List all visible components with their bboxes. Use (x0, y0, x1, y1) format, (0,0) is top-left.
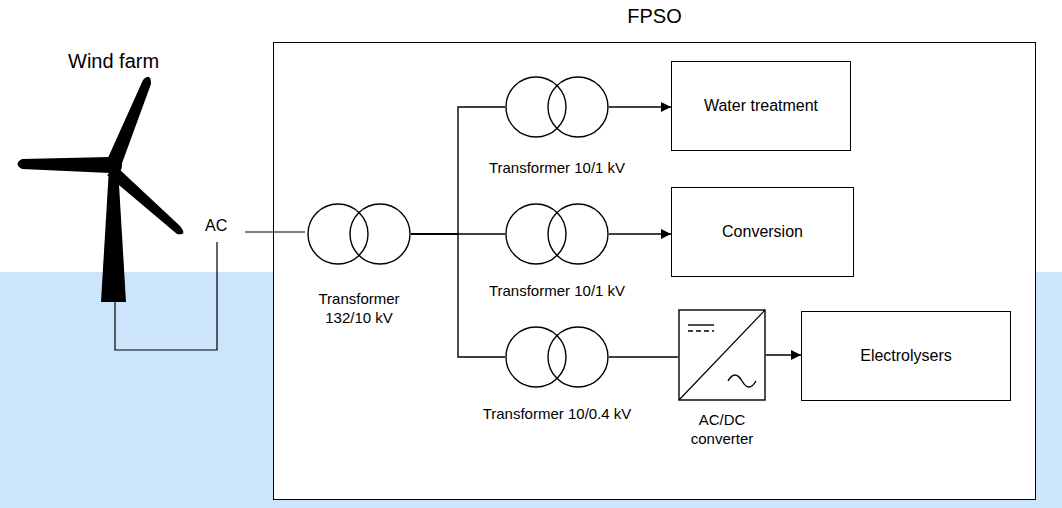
transformer-symbol (505, 325, 609, 389)
dc-symbol (688, 324, 714, 325)
transformer-symbol (505, 202, 609, 266)
box-label: Conversion (722, 223, 803, 241)
converter: AC/DC converter (677, 309, 767, 449)
process-box: Electrolysers (801, 311, 1011, 401)
turbine-tower (101, 168, 126, 302)
transformer-label: Transformer 10/1 kV (467, 159, 647, 178)
fpso-ground (273, 42, 1036, 500)
transformer: Transformer 132/10 kV (304, 202, 414, 328)
winding-circle (548, 327, 608, 387)
frame-heading: FPSO (274, 5, 1035, 28)
ac-symbol (728, 375, 756, 387)
transformer: Transformer 10/1 kV (467, 202, 647, 301)
converter-label: AC/DC converter (677, 411, 767, 449)
power-line (766, 354, 801, 355)
process-box: Conversion (671, 187, 854, 277)
power-line (609, 233, 671, 234)
transformer: Transformer 10/1 kV (467, 75, 647, 178)
winding-circle (350, 204, 410, 264)
transformer-symbol (307, 202, 411, 266)
winding-circle (548, 77, 608, 137)
box-label: Water treatment (704, 97, 818, 115)
winding-circle (548, 204, 608, 264)
group-label: Wind farm (68, 50, 159, 73)
box-label: Electrolysers (860, 347, 952, 365)
transformer-symbol (505, 75, 609, 139)
cable (245, 231, 305, 232)
signal-label: AC (205, 217, 227, 235)
dc-symbol (688, 330, 714, 331)
converter-outline (679, 310, 765, 400)
power-line (609, 106, 671, 107)
converter-diagonal (679, 310, 765, 400)
wind-turbine (18, 77, 184, 302)
power-line (609, 356, 678, 357)
process-box: Water treatment (671, 61, 851, 151)
turbine-blade (107, 77, 151, 166)
converter-symbol (678, 309, 766, 401)
transformer-label: Transformer 10/1 kV (467, 282, 647, 301)
turbine-blade (107, 168, 183, 234)
transformer-label: Transformer 10/0.4 kV (467, 405, 647, 424)
turbine-blade (18, 157, 111, 173)
transformer: Transformer 10/0.4 kV (467, 325, 647, 424)
fpso-frame: Transformer 132/10 kV Transformer 10/1 kV… (273, 42, 1036, 500)
cable (115, 242, 217, 350)
transformer-label: Transformer 132/10 kV (304, 290, 414, 328)
turbine-hub (106, 158, 122, 174)
